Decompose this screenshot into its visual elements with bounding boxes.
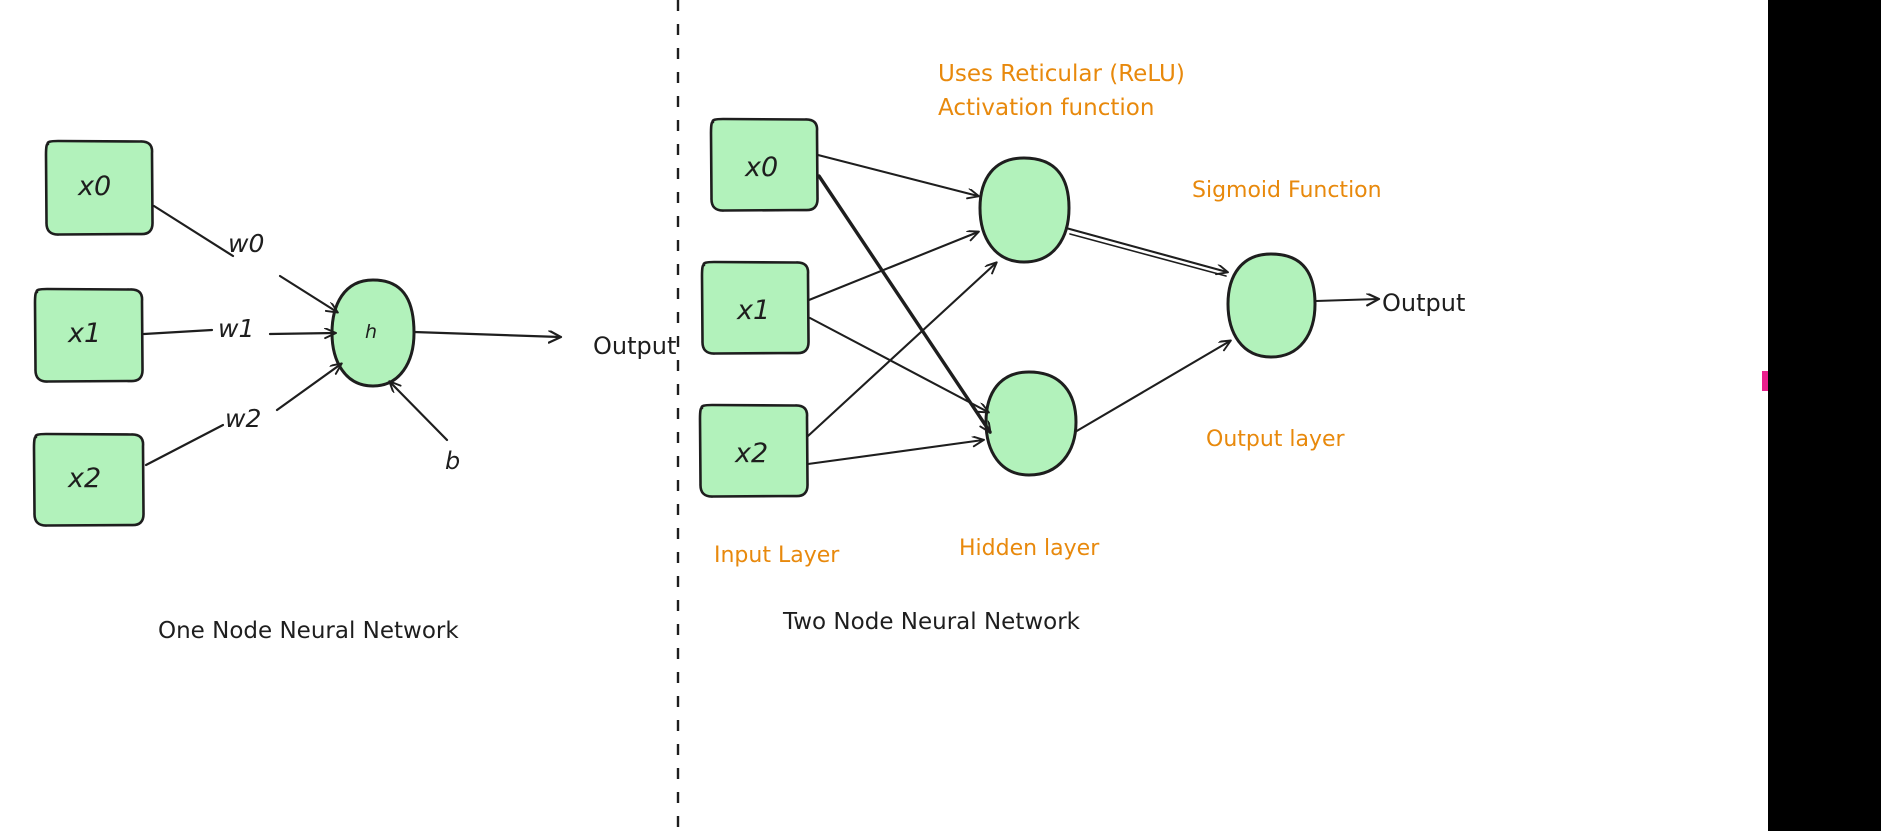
left-output-label: Output — [593, 332, 677, 360]
edge-bias-h — [390, 382, 449, 442]
right-input-box-x1 — [700, 260, 810, 355]
left-diagram-caption: One Node Neural Network — [158, 618, 459, 644]
edge-x1-h-part1 — [142, 328, 214, 336]
weight-label-w2: w2 — [225, 404, 262, 433]
right-input-label-x0: x0 — [745, 152, 779, 183]
edge-x2-h-part2 — [275, 364, 341, 412]
annotation-activation-line2: Activation function — [938, 95, 1155, 121]
edge-rx0-h1 — [817, 174, 992, 432]
annotation-input-layer: Input Layer — [714, 543, 840, 568]
edge-rx2-h1 — [806, 440, 983, 466]
edge-rx0-h0 — [816, 153, 978, 196]
right-output-label: Output — [1382, 289, 1466, 317]
right-input-label-x2: x2 — [735, 438, 769, 469]
right-input-box-x0 — [709, 117, 819, 212]
edge-h0-out — [1064, 226, 1227, 272]
weight-label-w0: w0 — [228, 229, 265, 258]
edge-rx2-h0 — [806, 263, 996, 438]
pink-marker — [1762, 371, 1771, 391]
edge-rx1-h0 — [807, 232, 978, 302]
output-neuron — [1226, 252, 1317, 359]
right-input-box-x2 — [698, 403, 809, 498]
weight-label-w1: w1 — [218, 314, 255, 343]
right-input-label-x1: x1 — [737, 295, 771, 326]
edge-x1-h-part2 — [268, 333, 335, 334]
left-output-arrow — [412, 332, 560, 337]
bias-label-b: b — [445, 447, 461, 475]
hidden-neuron-bottom — [984, 370, 1078, 477]
annotation-hidden-layer: Hidden layer — [959, 536, 1100, 561]
edge-x0-h-part1 — [152, 204, 235, 258]
left-input-label-x0: x0 — [78, 171, 112, 202]
annotation-output-layer: Output layer — [1206, 427, 1345, 452]
left-input-label-x1: x1 — [68, 318, 102, 349]
right-output-arrow — [1314, 299, 1378, 301]
annotation-sigmoid-function: Sigmoid Function — [1192, 178, 1382, 203]
left-input-label-x2: x2 — [68, 463, 102, 494]
left-neuron-label-h: h — [365, 321, 378, 343]
hidden-neuron-top — [978, 156, 1071, 264]
edge-x2-h-part1 — [144, 423, 225, 467]
annotation-activation-line1: Uses Reticular (ReLU) — [938, 61, 1185, 87]
edge-h1-out — [1073, 341, 1230, 434]
right-diagram-caption: Two Node Neural Network — [783, 609, 1080, 635]
right-black-band — [1768, 0, 1881, 831]
edge-rx1-h1 — [808, 316, 988, 412]
left-input-box-x2 — [32, 432, 145, 527]
left-input-box-x0 — [44, 139, 154, 236]
left-input-box-x1 — [33, 287, 144, 383]
edge-x0-h-part2 — [278, 274, 337, 312]
edge-h0-out-double — [1069, 233, 1227, 277]
